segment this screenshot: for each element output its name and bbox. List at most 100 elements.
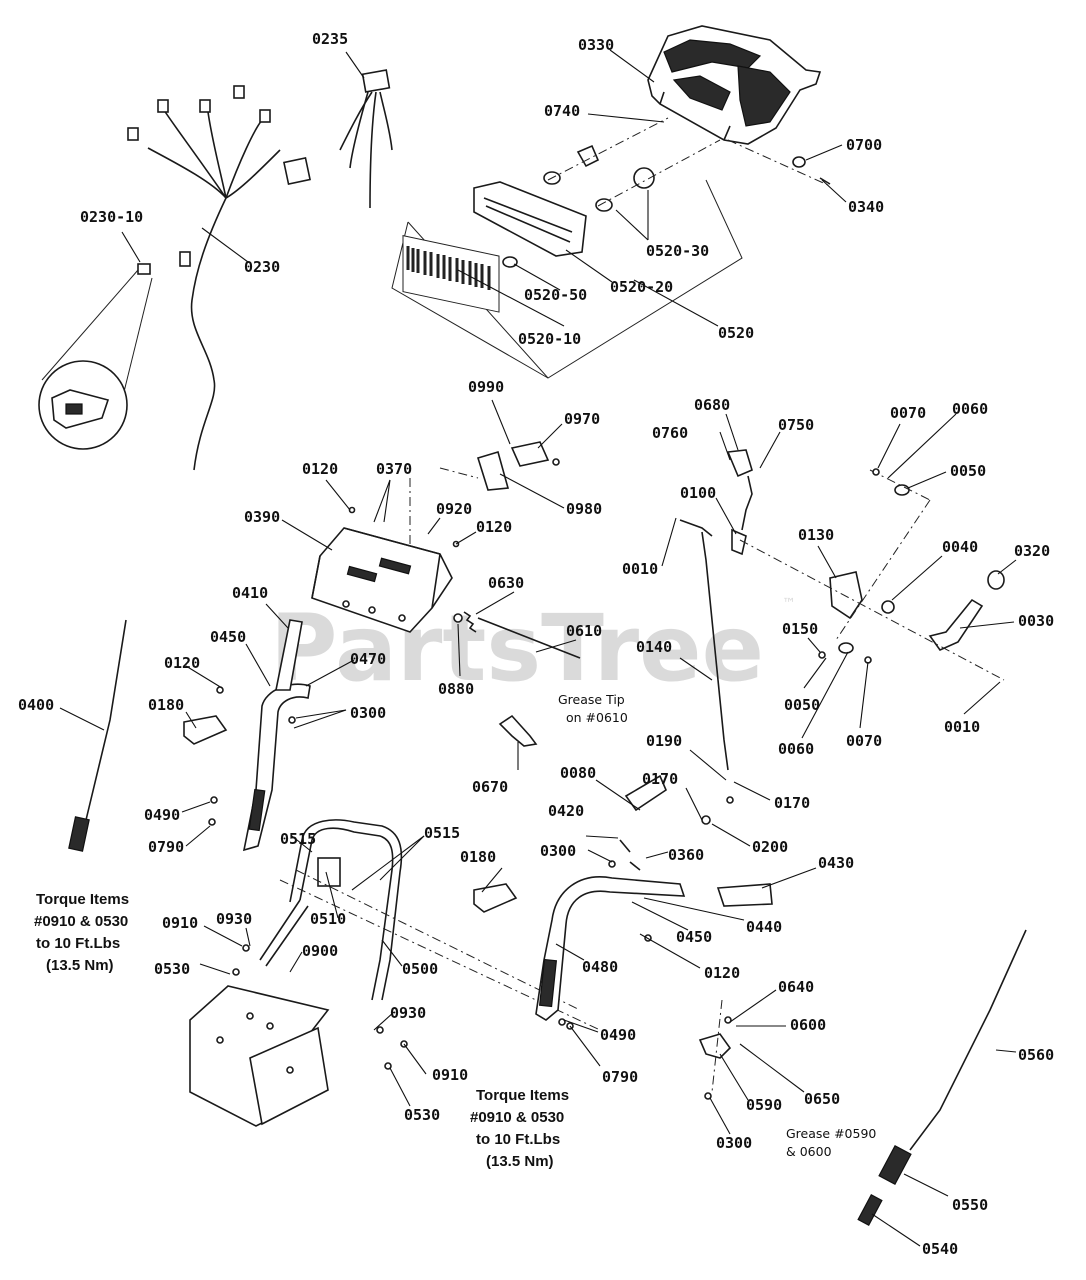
callout-0050-top: 0050 [950,462,986,480]
dash-panel-group [391,117,743,379]
callout-0490-b: 0490 [600,1026,636,1044]
callout-0990: 0990 [468,378,504,396]
control-cable-left [68,619,127,852]
callout-0440: 0440 [746,918,782,936]
callout-0150: 0150 [782,620,818,638]
torque-note-left: Torque Items #0910 & 0530 to 10 Ft.Lbs (… [34,891,129,974]
fuse-holder [179,251,191,267]
callout-0230-10: 0230-10 [80,208,143,226]
callout-0740: 0740 [544,102,580,120]
callout-0910-b: 0910 [432,1066,468,1084]
upper-handle-left [242,683,311,852]
torque-note-center: Torque Items #0910 & 0530 to 10 Ft.Lbs (… [470,1087,569,1170]
callout-0520-20: 0520-20 [610,278,673,296]
callout-0170-b: 0170 [774,794,810,812]
lower-handle-frame [259,819,403,1001]
callout-0120-d: 0120 [704,964,740,982]
callout-0230: 0230 [244,258,280,276]
callout-0530-a: 0530 [154,960,190,978]
callout-0490-a: 0490 [144,806,180,824]
callout-0930-b: 0930 [390,1004,426,1022]
grease-0590-note-2: & 0600 [786,1144,832,1159]
shaft [477,617,581,659]
decal-label [402,235,500,313]
torque-center-line2: #0910 & 0530 [470,1109,564,1126]
callout-0370: 0370 [376,460,412,478]
callout-0900: 0900 [302,942,338,960]
grip-cover [716,883,773,907]
pivot-bracket [476,441,560,491]
callout-0420: 0420 [548,802,584,820]
grease-0590-note: Grease #0590 [786,1126,876,1141]
washer [502,256,518,268]
callout-0200: 0200 [752,838,788,856]
callout-0790-a: 0790 [148,838,184,856]
wire-connector [339,69,393,209]
fuse [137,263,151,275]
washer [543,171,561,185]
callout-0550: 0550 [952,1196,988,1214]
callout-0470: 0470 [350,650,386,668]
callout-0480: 0480 [582,958,618,976]
callout-0330: 0330 [578,36,614,54]
callout-0180-b: 0180 [460,848,496,866]
callout-0920: 0920 [436,500,472,518]
callout-0040: 0040 [942,538,978,556]
watermark-trademark: ™ [782,596,796,612]
callout-0610: 0610 [566,622,602,640]
callout-0030: 0030 [1018,612,1054,630]
wiring-harness [127,85,311,471]
callout-0410: 0410 [232,584,268,602]
callout-0340: 0340 [848,198,884,216]
callout-0520-30: 0520-30 [646,242,709,260]
callout-0320: 0320 [1014,542,1050,560]
linkage-assembly [679,449,1005,771]
callout-0680: 0680 [694,396,730,414]
callout-0510: 0510 [310,910,346,928]
callout-0170-a: 0170 [642,770,678,788]
callout-0180-a: 0180 [148,696,184,714]
callout-0450-a: 0450 [210,628,246,646]
callout-0070-b: 0070 [846,732,882,750]
callout-0060-b: 0060 [778,740,814,758]
callout-0010-a: 0010 [622,560,658,578]
handle-grip-left [183,715,228,745]
callout-0070-top: 0070 [890,404,926,422]
callout-0700: 0700 [846,136,882,154]
torque-center-line4: (13.5 Nm) [486,1153,554,1170]
control-panel-bracket [311,527,453,633]
callout-0235: 0235 [312,30,348,48]
callout-0140: 0140 [636,638,672,656]
mounting-plate [189,985,330,1127]
callout-0130: 0130 [798,526,834,544]
watermark-brand: PartsTree [270,595,764,702]
callout-0500: 0500 [402,960,438,978]
torque-left-line2: #0910 & 0530 [34,913,128,930]
grease-tip-note: Grease Tip [558,692,625,707]
leader-lines [59,49,1017,1247]
torque-center-line3: to 10 Ft.Lbs [476,1131,560,1148]
torque-center-line1: Torque Items [476,1087,569,1104]
spring [463,611,477,633]
torque-left-line1: Torque Items [36,891,129,908]
callout-0760: 0760 [652,424,688,442]
callout-0430: 0430 [818,854,854,872]
callout-0560: 0560 [1018,1046,1054,1064]
screw [819,177,831,185]
callout-labels: 0235 0330 0740 0700 0340 0230-10 0230 05… [18,30,1054,1258]
callout-0120-c: 0120 [164,654,200,672]
callout-0650: 0650 [804,1090,840,1108]
callout-0080: 0080 [560,764,596,782]
callout-0910-a: 0910 [162,914,198,932]
washer [595,198,613,212]
callout-0060-top: 0060 [952,400,988,418]
lever-bracket [829,571,863,620]
lock-bracket [698,1033,732,1059]
callout-0670: 0670 [472,778,508,796]
callout-0360: 0360 [668,846,704,864]
callout-0750: 0750 [778,416,814,434]
callout-0520-10: 0520-10 [518,330,581,348]
handle-grip-right [473,883,518,913]
fuse-detail-circle [38,269,153,450]
